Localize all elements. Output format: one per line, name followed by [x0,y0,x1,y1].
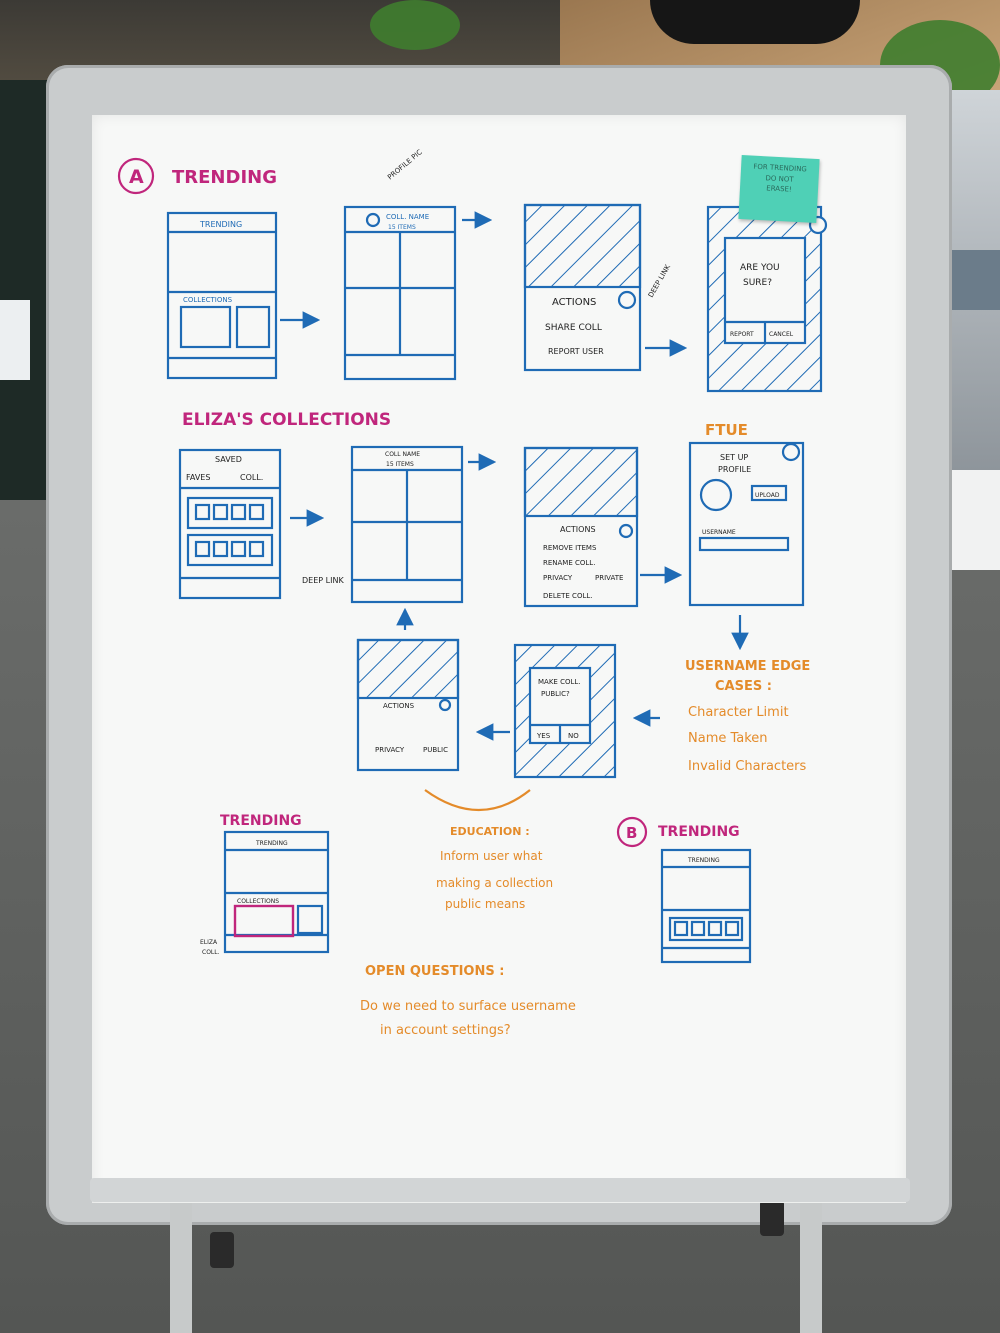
a-screen-confirm-dialog [706,205,828,393]
ftue-label: FTUE [705,421,748,439]
a-screen4-button-report: REPORT [730,331,754,338]
eliza-collection-highlight [233,904,295,938]
ftue-screen [688,441,805,607]
edge-cases-title-line2: CASES : [715,679,772,694]
education-line2: making a collection [436,876,553,890]
education-bracket [424,789,531,812]
a-screen-actions-sheet [523,203,642,372]
section-b-header: TRENDING [687,857,720,864]
a-screen3-menu-title: ACTIONS [552,297,596,308]
actions-public-item-value: PUBLIC [423,746,448,754]
a-screen3-item1: SHARE COLL [545,323,602,333]
open-question-line1: Do we need to surface username [360,999,576,1014]
a-screen2-header: COLL. NAME [386,213,429,221]
a-screen-trending [166,211,278,380]
e-screen1-tab-faves: FAVES [186,473,210,482]
edge-cases-title-line1: USERNAME EDGE [685,659,810,674]
trending-small-annotation-line1: ELIZA [200,939,218,946]
ftue-title-line1: SET UP [720,453,748,462]
elizas-collections-title: ELIZA'S COLLECTIONS [182,410,391,430]
section-a-circle [117,157,155,195]
stand-leg-right [800,1200,822,1333]
a-screen4-prompt-line2: SURE? [743,278,772,288]
stand-leg-left [170,1200,192,1333]
make-public-dialog-screen [513,643,617,779]
hanging-plant [370,0,460,50]
a-screen-collection-grid [343,205,457,381]
public-dialog-line2: PUBLIC? [541,690,570,698]
e-screen3-item4: DELETE COLL. [543,592,592,600]
actions-public-screen [356,638,460,772]
a-annotation-profile-pic: PROFILE PIC [386,148,424,181]
ftue-username-label: USERNAME [702,529,736,536]
public-dialog-line1: MAKE COLL. [538,678,581,686]
wall-panel [0,300,30,380]
trending-small-title: TRENDING [220,813,302,829]
section-a-letter: A [129,166,144,188]
e-screen2-header: COLL NAME [385,451,420,458]
section-a-title: TRENDING [172,167,277,188]
e-screen3-item3: PRIVACY [543,574,573,582]
edge-case-3: Invalid Characters [688,759,807,774]
e-screen2-subheader: 15 ITEMS [386,461,414,468]
e-screen-actions-sheet [523,446,639,608]
public-dialog-no: NO [568,732,579,740]
e-screen3-item2: RENAME COLL. [543,559,595,567]
edge-case-2: Name Taken [688,731,768,746]
a-screen4-prompt-line1: ARE YOU [740,263,780,273]
ftue-title-line2: PROFILE [718,465,751,474]
a-screen2-subheader: 15 ITEMS [388,224,416,231]
trending-small-section: COLLECTIONS [237,898,279,905]
e-screen3-item3-value: PRIVATE [595,574,623,582]
a-screen4-button-cancel: CANCEL [769,331,794,338]
a-screen1-section: COLLECTIONS [183,296,233,304]
actions-public-item: PRIVACY [375,746,405,754]
section-b-circle [616,816,648,848]
e-screen3-menu-title: ACTIONS [560,525,596,534]
e-screen3-item1: REMOVE ITEMS [543,544,597,552]
e-screen-collection-grid [350,445,464,604]
a-screen1-header: TRENDING [199,220,242,229]
education-line1: Inform user what [440,849,543,863]
trending-small-header: TRENDING [255,840,288,847]
a-screen3-item2: REPORT USER [548,347,604,356]
edge-case-1: Character Limit [688,705,789,720]
caster-wheel-right [760,1200,784,1236]
pendant-lamp [650,0,860,44]
open-question-line2: in account settings? [380,1023,511,1038]
public-dialog-yes: YES [536,732,551,740]
actions-public-menu-title: ACTIONS [383,702,415,710]
section-b-letter: B [626,824,637,842]
ftue-upload-button: UPLOAD [755,492,780,499]
e-annotation-deep-link: DEEP LINK [302,576,344,585]
caster-wheel-left [210,1232,234,1268]
section-b-screen [660,848,752,964]
education-line3: public means [445,897,525,911]
marker-tray [90,1178,910,1202]
trending-small-screen [223,830,330,954]
section-b-title: TRENDING [658,824,740,840]
trending-small-annotation-line2: COLL. [202,949,220,956]
e-screen1-header: SAVED [215,455,242,464]
education-title: EDUCATION : [450,825,530,838]
sticky-note: FOR TRENDING DO NOT ERASE! [738,155,820,223]
e-screen-saved [178,448,282,600]
e-screen1-tab-coll: COLL. [240,473,263,482]
a-annotation-deep-link: DEEP LINK [647,263,672,299]
open-questions-title: OPEN QUESTIONS : [365,964,504,979]
